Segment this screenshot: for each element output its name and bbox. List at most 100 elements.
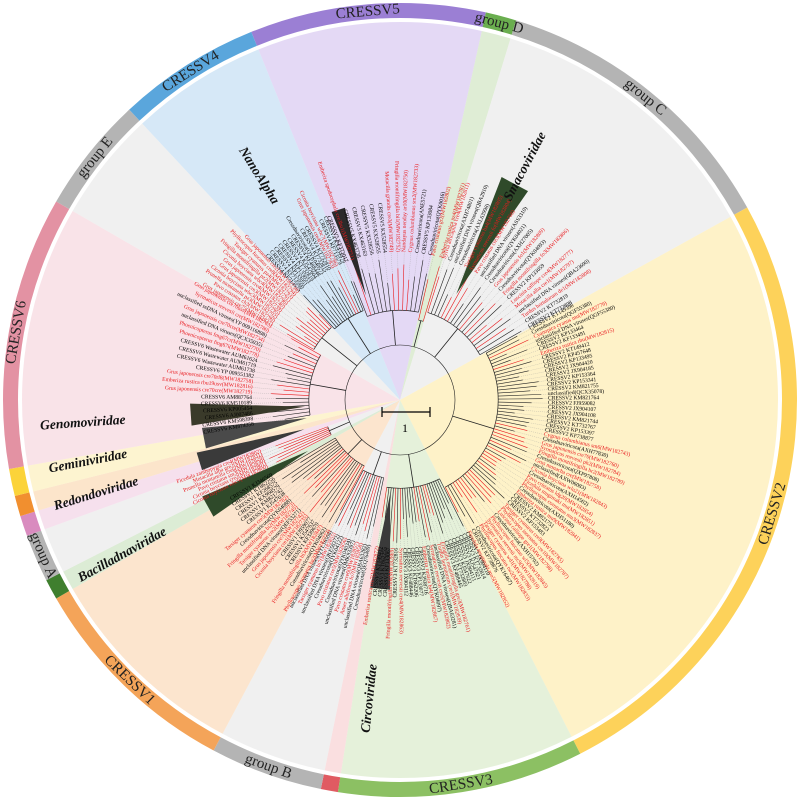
collapsed-clade-triangle	[201, 418, 307, 449]
leaf-guide	[514, 412, 548, 417]
branch-tip	[354, 474, 374, 526]
branch-arc-CRESSV4	[334, 310, 364, 330]
leaf-guide	[308, 283, 330, 310]
branch-tip	[378, 259, 387, 312]
leaf-guide	[266, 457, 279, 464]
leaf-guide	[272, 325, 288, 334]
branch-tip	[307, 307, 330, 330]
branch-tip	[396, 488, 399, 543]
leaf-guide	[345, 262, 354, 282]
leaf-guide	[495, 474, 517, 492]
branch-tip	[406, 279, 410, 311]
branch-tip	[287, 356, 316, 368]
branch-tip	[491, 349, 528, 365]
branch-tip	[314, 450, 345, 479]
leaf-guide	[338, 509, 351, 535]
branch-tip	[430, 269, 448, 314]
branch-tip	[355, 475, 376, 536]
leaf-guide	[318, 276, 333, 297]
branch-tip	[475, 462, 497, 481]
collapsed-clade-triangle	[196, 429, 305, 471]
branch-tip	[296, 317, 323, 339]
leaf-guide	[276, 317, 305, 337]
branch-tip	[271, 379, 310, 387]
leaf-guide	[484, 501, 495, 514]
leaf-label: CRESSV2 FJ959082	[548, 400, 596, 407]
branch-tip	[287, 333, 314, 350]
branch-tip	[276, 434, 332, 463]
branch-tip	[276, 361, 313, 374]
sector-Redondoviridae-band	[38, 400, 400, 530]
leaf-guide	[491, 497, 502, 508]
branch-tip	[364, 476, 380, 532]
leaf-guide	[286, 304, 308, 322]
branch-tip	[291, 445, 341, 483]
branch-tip	[435, 480, 453, 520]
branch-tip	[450, 303, 464, 324]
branch-tip	[478, 457, 496, 471]
branch-tip	[434, 267, 454, 316]
branch-tip	[349, 473, 372, 528]
branch-tip	[497, 410, 515, 414]
leaf-guide	[303, 492, 322, 513]
leaf-label: CRESSV3 KT862206	[409, 547, 419, 597]
leaf-label: CRESSV6 KP005454	[203, 406, 253, 415]
branch-tip	[486, 335, 518, 354]
branch-tip	[338, 471, 366, 526]
branch-tip	[497, 413, 533, 420]
branch-tip	[361, 268, 376, 314]
branch-tip	[392, 488, 397, 542]
leaf-guide	[511, 449, 536, 461]
branch-tip	[272, 365, 313, 377]
sector-CRESSV1	[72, 400, 400, 734]
collapsed-clade-triangle	[456, 177, 529, 295]
branch-tip	[402, 488, 404, 520]
leaf-label: Grus japonensis cre70cre(MW182719)	[165, 384, 253, 395]
branch-tip	[473, 464, 496, 485]
branch-stem-CRESSV5	[392, 310, 396, 346]
leaf-guide	[279, 477, 292, 487]
leaf-guide	[495, 465, 523, 485]
leaf-guide	[429, 540, 431, 545]
leaf-guide	[505, 459, 530, 473]
branch-tip	[492, 359, 511, 368]
branch-tip	[464, 473, 492, 504]
leaf-guide	[263, 448, 284, 458]
leaf-guide	[527, 430, 544, 435]
branch-tip	[453, 287, 481, 326]
branch-tip	[477, 329, 515, 352]
ring-Redondoviridae-band	[20, 511, 42, 536]
branch-tip	[315, 453, 349, 488]
leaf-guide	[353, 534, 356, 541]
branch-tip	[411, 487, 417, 523]
leaf-guide	[448, 503, 464, 535]
leaf-guide	[264, 341, 294, 354]
branch-tip	[491, 434, 528, 448]
leaf-label: CRESSV3 KT732816	[393, 548, 400, 598]
branch-tip	[480, 455, 496, 467]
ring-CRESSV6	[3, 201, 70, 469]
branch-tip	[291, 443, 340, 478]
ring-label-CRESSV5: CRESSV5	[335, 1, 400, 22]
branch-tip	[426, 483, 444, 534]
ring-Genomoviridae-band	[9, 466, 30, 497]
branch-tip	[495, 370, 529, 379]
sector-CRESSV5	[258, 22, 482, 400]
sector-CRESSV3	[340, 400, 572, 778]
group-color-ring	[3, 3, 797, 797]
branch-tip	[374, 273, 383, 313]
branch-tip	[428, 483, 444, 523]
leaf-guide	[530, 389, 548, 391]
branch-tip	[498, 401, 532, 404]
leaf-label: CRESSV2 KM821755	[547, 383, 599, 393]
leaf-guide	[332, 268, 339, 281]
leaf-guide	[264, 458, 270, 461]
branch-tip	[320, 459, 356, 506]
branch-tip	[473, 318, 511, 346]
collapsed-clade-triangle	[331, 207, 367, 296]
branch-tip	[497, 381, 539, 388]
branch-tip	[338, 270, 359, 313]
leaf-guide	[325, 271, 331, 281]
branch-tip	[471, 467, 505, 499]
